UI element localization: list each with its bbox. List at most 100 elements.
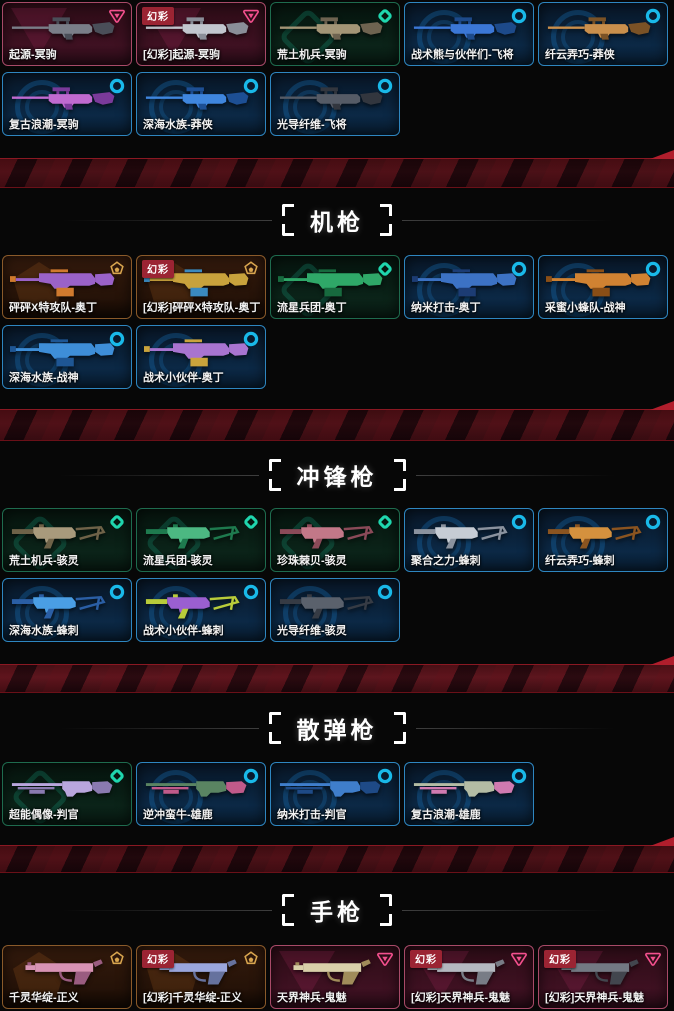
select-circle-icon <box>644 513 662 531</box>
weapon-image <box>547 17 651 40</box>
skin-card[interactable]: 深海水族-战神 <box>2 325 132 389</box>
corner-accent <box>650 656 674 665</box>
skin-card[interactable]: 纤云弄巧-蜂刺 <box>538 508 668 572</box>
skin-card[interactable]: 采蜜小蜂队-战神 <box>538 255 668 319</box>
skin-name: 千灵华绽-正义 <box>9 992 79 1004</box>
skin-card[interactable]: 起源-冥驹 <box>2 2 132 66</box>
weapon-image <box>10 339 115 367</box>
skin-card[interactable]: 荒土机兵-骇灵 <box>2 508 132 572</box>
header-line-left <box>10 727 259 729</box>
select-circle-icon <box>644 260 662 278</box>
section-title: 散弹枪 <box>296 717 378 743</box>
bracket-left-icon <box>282 204 294 236</box>
skin-card[interactable]: 战术小伙伴-蜂刺 <box>136 578 266 642</box>
weapon-image <box>11 594 106 619</box>
select-circle-icon <box>510 513 528 531</box>
skin-name: 采蜜小蜂队-战神 <box>545 302 626 314</box>
skin-card[interactable]: 纳米打击-判官 <box>270 762 400 826</box>
weapon-image <box>279 781 381 797</box>
skin-card[interactable]: 聚合之力-蜂刺 <box>404 508 534 572</box>
weapon-image <box>279 87 383 110</box>
deluxe-diamond-icon <box>376 260 394 278</box>
select-circle-icon <box>108 330 126 348</box>
select-circle-icon <box>108 77 126 95</box>
skin-card[interactable]: 战术小伙伴-奥丁 <box>136 325 266 389</box>
skin-card[interactable]: 深海水族-蜂刺 <box>2 578 132 642</box>
deluxe-diamond-icon <box>376 7 394 25</box>
weapon-image <box>145 594 240 619</box>
weapon-image <box>413 781 515 797</box>
skin-card[interactable]: 流星兵团-骇灵 <box>136 508 266 572</box>
skin-name: 纤云弄巧-蜂刺 <box>545 555 615 567</box>
skin-name: 纳米打击-奥丁 <box>411 302 481 314</box>
skin-name: 超能偶像-判官 <box>9 809 79 821</box>
weapon-image <box>11 17 115 40</box>
corner-accent <box>650 837 674 846</box>
skin-card[interactable]: 纳米打击-奥丁 <box>404 255 534 319</box>
smg-card-grid: 荒土机兵-骇灵 流星兵团-骇灵珍珠棘贝-骇灵 聚合之力-蜂刺纤云弄巧-蜂刺深海水族-… <box>2 508 674 642</box>
exclusive-crest-icon <box>108 260 126 278</box>
skin-card[interactable]: 天界神兵-鬼魅 <box>270 945 400 1009</box>
skin-name: 复古浪潮-雄鹿 <box>411 809 481 821</box>
select-circle-icon <box>376 583 394 601</box>
sniper-card-grid: 起源-冥驹 幻彩[幻彩]起源-冥驹荒土机兵-冥驹 战术熊与伙伴们-飞将纤云弄巧-莽侠… <box>2 2 674 136</box>
skin-card[interactable]: 光导纤维-骇灵 <box>270 578 400 642</box>
chroma-badge: 幻彩 <box>410 950 442 968</box>
skin-name: 战术小伙伴-奥丁 <box>143 372 224 384</box>
skin-card[interactable]: 千灵华绽-正义 <box>2 945 132 1009</box>
skin-card[interactable]: 幻彩[幻彩]砰砰X特攻队-奥丁 <box>136 255 266 319</box>
deluxe-diamond-icon <box>108 767 126 785</box>
skin-name: 光导纤维-飞将 <box>277 119 347 131</box>
skin-name: 纤云弄巧-莽侠 <box>545 49 615 61</box>
skin-card[interactable]: 砰砰X特攻队-奥丁 <box>2 255 132 319</box>
bracket-right-icon <box>393 459 406 491</box>
weapon-image <box>547 524 642 549</box>
skin-name: 珍珠棘贝-骇灵 <box>277 555 347 567</box>
skin-card[interactable]: 荒土机兵-冥驹 <box>270 2 400 66</box>
section-smg: 荒土机兵-骇灵 流星兵团-骇灵珍珠棘贝-骇灵 聚合之力-蜂刺纤云弄巧-蜂刺深海水族-… <box>2 508 674 642</box>
skin-name: [幻彩]天界神兵-鬼魅 <box>545 992 644 1004</box>
select-circle-icon <box>108 583 126 601</box>
header-line-left <box>10 909 272 911</box>
skin-card[interactable]: 战术熊与伙伴们-飞将 <box>404 2 534 66</box>
skin-card[interactable]: 幻彩[幻彩]起源-冥驹 <box>136 2 266 66</box>
weapon-image <box>279 594 374 619</box>
premium-triangle-icon <box>510 950 528 968</box>
skin-card[interactable]: 幻彩[幻彩]千灵华绽-正义 <box>136 945 266 1009</box>
skin-name: 起源-冥驹 <box>9 49 57 61</box>
skin-card[interactable]: 光导纤维-飞将 <box>270 72 400 136</box>
skin-card[interactable]: 复古浪潮-冥驹 <box>2 72 132 136</box>
skin-card[interactable]: 超能偶像-判官 <box>2 762 132 826</box>
skin-name: 流星兵团-奥丁 <box>277 302 347 314</box>
skin-name: 光导纤维-骇灵 <box>277 625 347 637</box>
skin-card[interactable]: 复古浪潮-雄鹿 <box>404 762 534 826</box>
red-divider-band <box>0 837 674 873</box>
skin-card[interactable]: 幻彩[幻彩]天界神兵-鬼魅 <box>538 945 668 1009</box>
section-header-pistol: 手枪 <box>0 888 674 932</box>
pistol-card-grid: 千灵华绽-正义幻彩[幻彩]千灵华绽-正义天界神兵-鬼魅幻彩[幻彩]天界神兵-鬼魅… <box>2 945 674 1009</box>
section-shotgun: 超能偶像-判官 逆冲蛮牛-雄鹿纳米打击-判官复古浪潮-雄鹿 <box>2 762 674 826</box>
deluxe-diamond-icon <box>376 513 394 531</box>
skin-card[interactable]: 纤云弄巧-莽侠 <box>538 2 668 66</box>
skin-name: 荒土机兵-骇灵 <box>9 555 79 567</box>
skin-card[interactable]: 深海水族-莽侠 <box>136 72 266 136</box>
bracket-left-icon <box>268 712 281 744</box>
header-line-left <box>10 219 272 221</box>
weapon-image <box>144 269 249 297</box>
exclusive-crest-icon <box>242 260 260 278</box>
red-divider-band <box>0 401 674 441</box>
header-line-right <box>415 474 664 476</box>
skin-card[interactable]: 珍珠棘贝-骇灵 <box>270 508 400 572</box>
weapon-image <box>144 339 249 367</box>
skin-card[interactable]: 流星兵团-奥丁 <box>270 255 400 319</box>
skin-card[interactable]: 幻彩[幻彩]天界神兵-鬼魅 <box>404 945 534 1009</box>
section-title: 手枪 <box>310 899 364 925</box>
skin-card[interactable]: 逆冲蛮牛-雄鹿 <box>136 762 266 826</box>
skin-name: 荒土机兵-冥驹 <box>277 49 347 61</box>
red-divider-band <box>0 150 674 188</box>
skin-name: 战术小伙伴-蜂刺 <box>143 625 224 637</box>
bracket-right-icon <box>380 204 392 236</box>
section-title: 冲锋枪 <box>296 464 378 490</box>
select-circle-icon <box>376 77 394 95</box>
